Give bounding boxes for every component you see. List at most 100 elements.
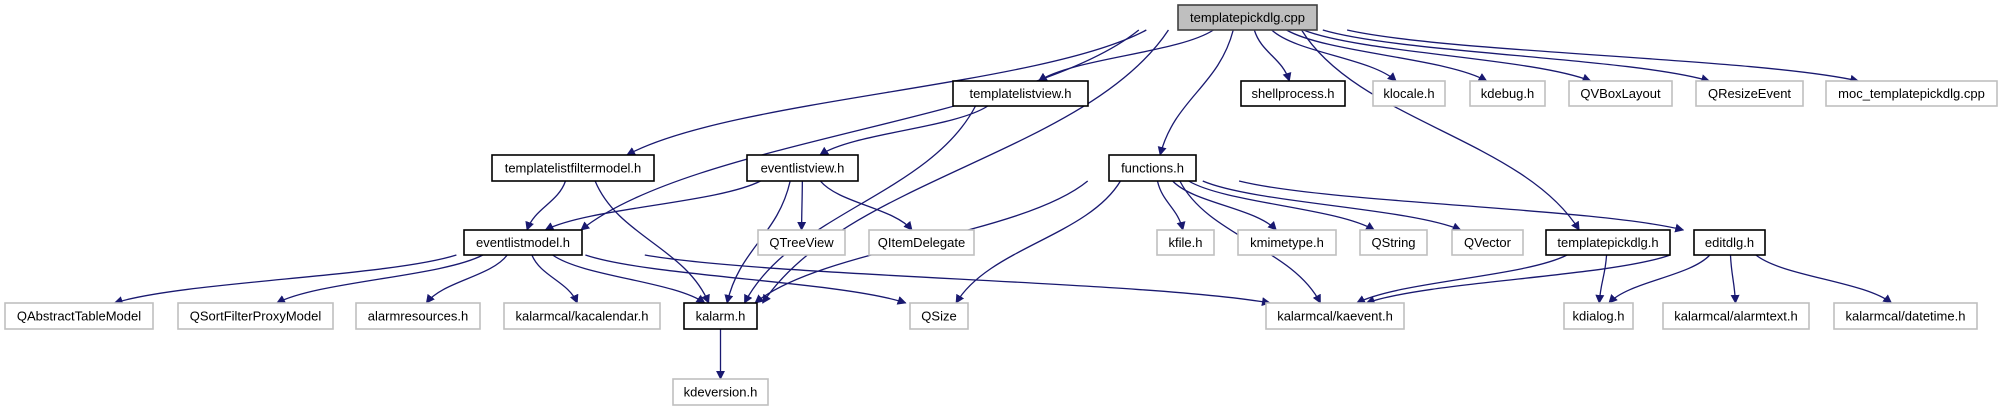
node-kacalendar: kalarmcal/kacalendar.h xyxy=(503,302,661,330)
edge-root-to-templatepickdlgh xyxy=(1301,29,1580,231)
node-box xyxy=(1825,80,1998,107)
node-box xyxy=(757,229,846,256)
edge-templatepickdlgh-to-kdialog xyxy=(1595,254,1608,304)
node-box xyxy=(1240,80,1346,107)
node-label: shellprocess.h xyxy=(1251,86,1334,101)
node-label: QItemDelegate xyxy=(878,235,965,250)
node-label: kalarmcal/kacalendar.h xyxy=(516,309,649,324)
node-kalarm[interactable]: kalarm.h xyxy=(683,302,758,330)
node-box xyxy=(1372,80,1446,107)
node-kdialog: kdialog.h xyxy=(1563,302,1634,330)
node-box xyxy=(1451,229,1524,256)
edge-templatelistview-to-eventlistview xyxy=(819,105,989,156)
node-label: kdialog.h xyxy=(1572,309,1624,324)
node-qvector: QVector xyxy=(1451,229,1524,256)
node-qtreeview: QTreeView xyxy=(757,229,846,256)
node-box xyxy=(868,229,975,256)
edge-root-to-qvboxlayout xyxy=(1303,29,1592,83)
node-label: kalarmcal/alarmtext.h xyxy=(1674,309,1798,324)
node-label: templatepickdlg.cpp xyxy=(1190,10,1305,25)
edge-templatepickdlgh-to-kaevent xyxy=(1356,254,1568,304)
node-kdeversion: kdeversion.h xyxy=(672,378,769,406)
node-kaevent: kalarmcal/kaevent.h xyxy=(1265,302,1405,330)
node-label: eventlistmodel.h xyxy=(476,235,570,250)
node-box xyxy=(1695,80,1804,107)
node-label: kfile.h xyxy=(1169,235,1203,250)
node-box xyxy=(355,302,481,330)
node-box xyxy=(503,302,661,330)
edge-functions-to-qvector xyxy=(1202,180,1462,231)
edge-functions-to-qstring xyxy=(1188,180,1375,231)
edge-functions-to-kmimetype xyxy=(1172,180,1277,231)
edge-eventlistview-to-qtreeview xyxy=(797,180,807,231)
edge-root-to-templatelistfiltermodel xyxy=(626,29,1147,156)
node-label: alarmresources.h xyxy=(368,309,468,324)
node-label: templatelistview.h xyxy=(970,86,1072,101)
edge-root-to-eventlistmodel xyxy=(580,29,1140,231)
node-qresizeevent: QResizeEvent xyxy=(1695,80,1804,107)
node-label: kalarm.h xyxy=(696,309,746,324)
node-qstring: QString xyxy=(1359,229,1428,256)
edge-functions-to-qsize xyxy=(955,180,1122,304)
node-templatelistview[interactable]: templatelistview.h xyxy=(952,80,1089,107)
edge-templatelistfiltermodel-to-kalarm xyxy=(594,180,710,304)
node-box xyxy=(952,80,1089,107)
edge-root-to-shellprocess xyxy=(1253,29,1292,82)
node-shellprocess[interactable]: shellprocess.h xyxy=(1240,80,1346,107)
node-label: QSortFilterProxyModel xyxy=(190,309,322,324)
node-box xyxy=(1359,229,1428,256)
node-label: moc_templatepickdlg.cpp xyxy=(1838,86,1985,101)
node-label: templatepickdlg.h xyxy=(1557,235,1658,250)
node-box xyxy=(1469,80,1546,107)
node-label: klocale.h xyxy=(1383,86,1434,101)
node-qabstracttablemodel: QAbstractTableModel xyxy=(4,302,154,330)
node-editdlg[interactable]: editdlg.h xyxy=(1693,229,1766,256)
node-box xyxy=(463,229,583,256)
node-functions[interactable]: functions.h xyxy=(1108,154,1197,182)
node-moc: moc_templatepickdlg.cpp xyxy=(1825,80,1998,107)
edge-editdlg-to-datetime xyxy=(1755,254,1893,304)
node-box xyxy=(1833,302,1978,330)
node-kmimetype: kmimetype.h xyxy=(1237,229,1337,256)
node-box xyxy=(1662,302,1810,330)
edge-editdlg-to-alarmtext xyxy=(1729,254,1740,304)
node-root[interactable]: templatepickdlg.cpp xyxy=(1177,4,1318,31)
node-label: templatelistfiltermodel.h xyxy=(505,161,642,176)
node-qitemdelegate: QItemDelegate xyxy=(868,229,975,256)
node-alarmtext: kalarmcal/alarmtext.h xyxy=(1662,302,1810,330)
node-eventlistmodel[interactable]: eventlistmodel.h xyxy=(463,229,583,256)
edge-eventlistmodel-to-qabstracttablemodel xyxy=(113,254,457,305)
node-box xyxy=(177,302,334,330)
node-label: QResizeEvent xyxy=(1708,86,1791,101)
node-box xyxy=(1693,229,1766,256)
node-label: QAbstractTableModel xyxy=(17,309,141,324)
node-box xyxy=(1237,229,1337,256)
edge-eventlistmodel-to-qsize xyxy=(585,254,907,305)
node-qsortfilterproxymodel: QSortFilterProxyModel xyxy=(177,302,334,330)
node-label: QString xyxy=(1371,235,1415,250)
edge-root-to-functions xyxy=(1157,29,1234,156)
node-box xyxy=(1545,229,1671,256)
node-box xyxy=(1563,302,1634,330)
node-alarmresources: alarmresources.h xyxy=(355,302,481,330)
node-eventlistview[interactable]: eventlistview.h xyxy=(746,154,859,182)
edge-eventlistview-to-eventlistmodel xyxy=(544,180,761,231)
node-box xyxy=(1568,80,1673,107)
node-datetime: kalarmcal/datetime.h xyxy=(1833,302,1978,330)
node-box xyxy=(1177,4,1318,31)
node-qsize: QSize xyxy=(909,302,969,330)
node-box xyxy=(1265,302,1405,330)
edge-root-to-moc xyxy=(1346,29,1860,84)
node-label: kdebug.h xyxy=(1481,86,1535,101)
edge-editdlg-to-kdialog xyxy=(1608,254,1711,304)
edge-root-to-templatelistview xyxy=(1037,29,1214,82)
node-templatelistfiltermodel[interactable]: templatelistfiltermodel.h xyxy=(491,154,655,182)
node-box xyxy=(909,302,969,330)
edge-eventlistmodel-to-kalarm xyxy=(552,254,706,304)
node-label: kalarmcal/kaevent.h xyxy=(1277,309,1393,324)
node-box xyxy=(491,154,655,182)
edge-root-to-qresizeevent xyxy=(1322,29,1711,84)
edge-eventlistmodel-to-kaevent xyxy=(644,254,1271,307)
node-templatepickdlgh[interactable]: templatepickdlg.h xyxy=(1545,229,1671,256)
edge-functions-to-editdlg xyxy=(1238,180,1685,233)
